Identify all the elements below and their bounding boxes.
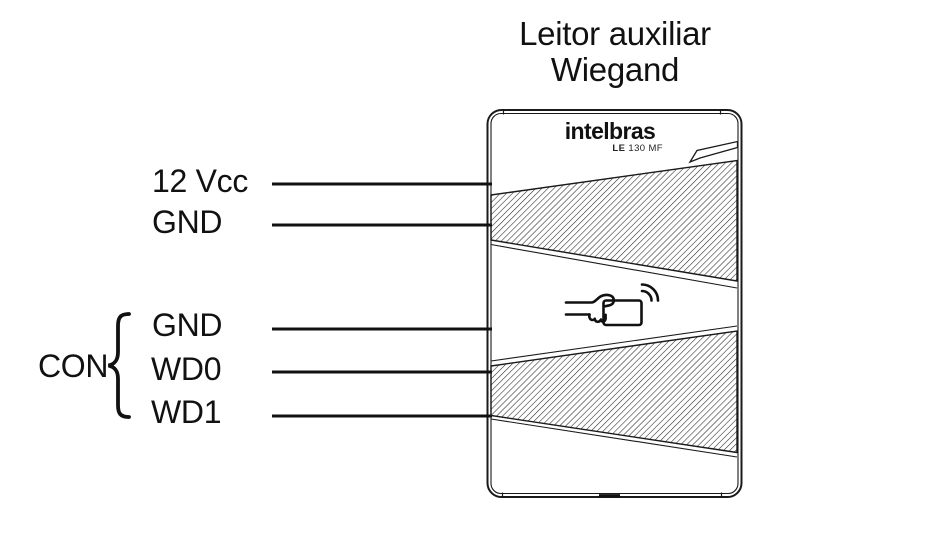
diagram-title-line2: Wiegand (550, 51, 680, 88)
bottom-grille-bevel-line-top (490, 325, 738, 362)
rf-wave-inner (640, 289, 653, 302)
pin-label-wd0: WD0 (151, 351, 222, 387)
model-prefix: LE (612, 143, 626, 154)
bottom-grille-hatch (490, 330, 738, 454)
hand-top-finger (564, 293, 616, 308)
model-suffix: 130 MF (628, 143, 663, 154)
pin-label-wd1: WD1 (151, 394, 222, 430)
top-grille-hatch (490, 159, 738, 282)
brand-logo: intelbras (564, 118, 656, 144)
pin-label-12vcc: 12 Vcc (152, 163, 249, 199)
pin-label-gnd-top: GND (152, 204, 223, 240)
case-seam-ticks (501, 110, 723, 497)
top-grille-bevel-line (490, 243, 738, 289)
rfid-card-shape (602, 299, 643, 327)
card-reader-icon (564, 283, 660, 327)
connector-group-label: CON (38, 348, 109, 384)
pin-label-gnd-con: GND (152, 307, 223, 343)
model-label: LE 130 MF (563, 143, 663, 154)
hand-knuckles (588, 313, 607, 324)
bottom-grille-bevel-line-bottom (490, 418, 738, 458)
con-brace (107, 312, 131, 419)
rf-wave-outer (640, 283, 660, 302)
led-window-tab (688, 140, 739, 164)
diagram-title: Leitor auxiliar Wiegand (470, 16, 760, 88)
device-inner-outline (490, 112, 739, 495)
diagram-title-line1: Leitor auxiliar (519, 15, 711, 52)
